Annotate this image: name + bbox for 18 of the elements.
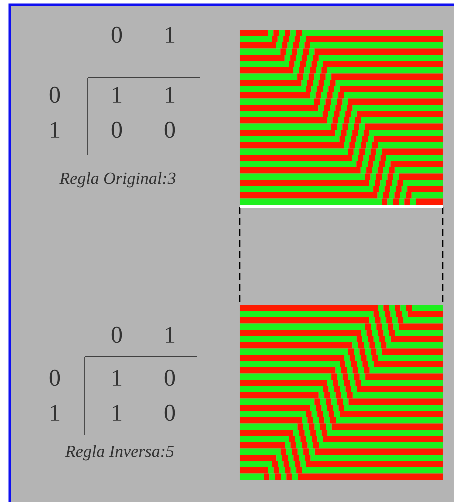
table-digit: 1 bbox=[113, 370, 122, 386]
column-header: 0 bbox=[112, 326, 122, 344]
column-header: 1 bbox=[166, 27, 175, 43]
row-header: 0 bbox=[50, 370, 60, 386]
row-header: 1 bbox=[51, 405, 60, 421]
table-digit: 1 bbox=[113, 405, 122, 421]
column-header: 0 bbox=[112, 26, 122, 44]
table-digit: 0 bbox=[164, 122, 176, 138]
rule-caption: Regla Original:3 bbox=[60, 172, 176, 188]
rule-caption: Regla Inversa:5 bbox=[65, 445, 174, 461]
row-header: 0 bbox=[50, 86, 60, 104]
table-digit: 1 bbox=[166, 87, 175, 103]
table-digit: 0 bbox=[164, 404, 176, 422]
column-header: 1 bbox=[166, 327, 175, 343]
table-digit: 0 bbox=[164, 370, 176, 386]
table-digit: 1 bbox=[113, 87, 122, 103]
table-digit: 0 bbox=[112, 122, 122, 138]
row-header: 1 bbox=[51, 122, 60, 138]
